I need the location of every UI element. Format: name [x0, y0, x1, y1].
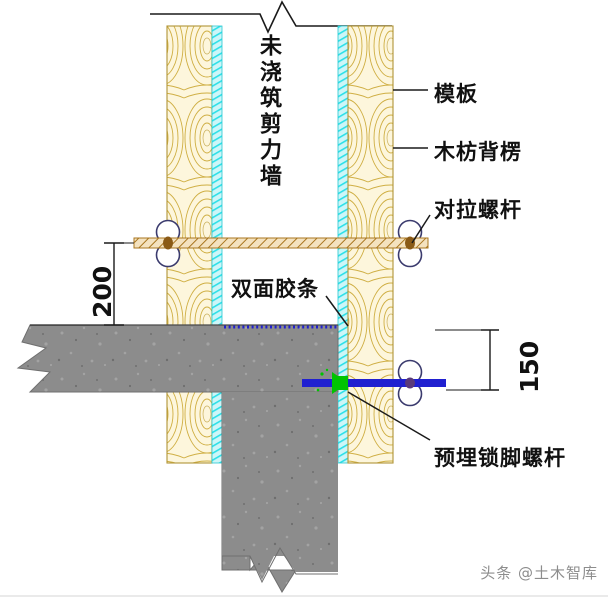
- anchor-bolt-assembly: [302, 359, 446, 407]
- tie-rod-assembly: [133, 219, 429, 268]
- leader-lines: [325, 89, 431, 441]
- label-anchor-bolt: 预埋锁脚螺杆: [434, 446, 566, 470]
- break-line-top: [150, 0, 392, 34]
- wall-title-vertical: 未浇筑剪力墙: [256, 34, 281, 190]
- label-timber-waler: 木枋背楞: [434, 140, 522, 164]
- leader-adhesive-tape: [325, 295, 349, 327]
- label-tie-rod: 对拉螺杆: [434, 198, 522, 222]
- concrete-wall-stem: [222, 392, 338, 584]
- dimension-150: [435, 329, 499, 391]
- label-adhesive-tape: 双面胶条: [231, 277, 319, 301]
- dimension-label-200: 200: [88, 265, 117, 318]
- label-formwork: 模板: [434, 82, 478, 106]
- dimension-label-150: 150: [515, 340, 544, 393]
- leader-tie-rod: [411, 214, 431, 244]
- leader-anchor-bolt: [347, 391, 431, 441]
- watermark: 头条 @土木智库: [480, 564, 598, 582]
- dimension-200: [30, 242, 134, 326]
